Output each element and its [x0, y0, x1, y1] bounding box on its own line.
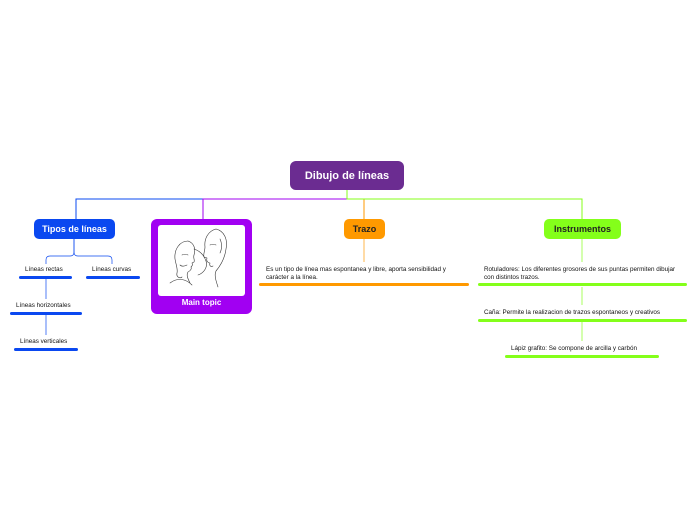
- subtopic-lineas-curvas-label: Líneas curvas: [92, 266, 132, 273]
- image-topic-card[interactable]: Main topic: [151, 219, 252, 314]
- root-topic-label: Dibujo de líneas: [304, 169, 390, 182]
- subtopic-trazo-descripcion-label: Es un tipo de línea mas espontanea y lib…: [266, 266, 446, 281]
- subtopic-rotuladores-label: Rotuladores: Los diferentes grosores de …: [484, 266, 676, 281]
- branch-tipos-de-lineas[interactable]: Tipos de líneas: [34, 219, 115, 239]
- subtopic-underline: [10, 312, 82, 315]
- subtopic-lineas-rectas-label: Líneas rectas: [25, 266, 63, 273]
- branch-instrumentos[interactable]: Instrumentos: [544, 219, 621, 239]
- subtopic-underline: [259, 283, 469, 286]
- subtopic-underline: [478, 319, 687, 322]
- branch-trazo-label: Trazo: [352, 224, 377, 234]
- subtopic-lineas-verticales-label: Líneas verticales: [20, 338, 68, 345]
- subtopic-underline: [505, 355, 659, 358]
- subtopic-underline: [14, 348, 78, 351]
- branch-tipos-label: Tipos de líneas: [42, 224, 107, 234]
- root-topic[interactable]: Dibujo de líneas: [290, 161, 404, 190]
- subtopic-underline: [86, 276, 140, 279]
- line-art-faces-image: [158, 225, 245, 296]
- subtopic-lineas-horizontales-label: Líneas horizontales: [16, 302, 71, 309]
- image-topic-caption: Main topic: [181, 298, 222, 307]
- branch-trazo[interactable]: Trazo: [344, 219, 385, 239]
- subtopic-underline: [478, 283, 687, 286]
- subtopic-cana-label: Caña: Permite la realizacion de trazos e…: [484, 309, 661, 316]
- subtopic-lapiz-grafito-label: Lápiz grafito: Se compone de arcilla y c…: [511, 345, 638, 352]
- subtopic-underline: [19, 276, 72, 279]
- branch-instrumentos-label: Instrumentos: [553, 224, 611, 234]
